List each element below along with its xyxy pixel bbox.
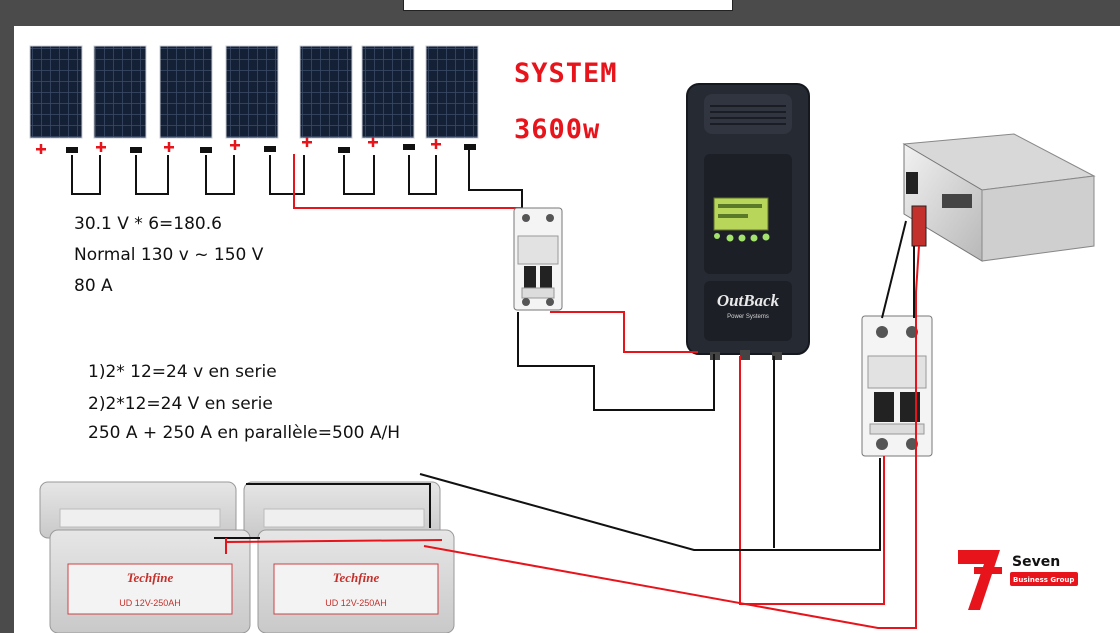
charge-controller: OutBack Power Systems [686,83,810,360]
dc-breaker [513,207,563,311]
solar-panel [29,45,83,139]
battery-back-left [39,481,237,539]
battery-spec-line-3: 250 A + 250 A en parallèle=500 A/H [88,423,400,443]
solar-panel [299,45,353,139]
system-title-line1: SYSTEM [514,58,618,89]
panel-terminal-markers [36,137,476,154]
solar-panel [361,45,415,139]
panel-series-wiring [71,150,523,208]
panel-spec-line-3: 80 A [74,276,113,296]
battery-brand-2: Techfine [333,570,380,585]
system-title-line2: 3600w [514,114,601,145]
battery-spec-line-1: 1)2* 12=24 v en serie [88,362,277,382]
solar-panel [225,45,279,139]
battery-model: UD 12V-250AH [119,598,181,608]
battery-back-right [243,481,441,539]
seven-business-group-logo: Seven Business Group [958,550,1078,610]
panel-spec-line-2: Normal 130 v ~ 150 V [74,245,264,265]
ac-breaker [861,315,933,457]
top-title-box [403,0,733,11]
solar-panel [159,45,213,139]
logo-seven-mark [958,550,1000,610]
battery-bank: Techfine UD 12V-250AH Techfine UD 12V-25… [39,481,455,633]
wiring-diagram: OutBack Power Systems [29,45,1096,633]
solar-panel [425,45,479,139]
solar-panel [93,45,147,139]
battery-front-right: Techfine UD 12V-250AH [257,529,455,633]
battery-brand: Techfine [127,570,174,585]
main-wiring [214,220,920,629]
logo-subtitle: Business Group [1013,576,1074,584]
panel-spec-line-1: 30.1 V * 6=180.6 [74,214,222,234]
controller-brand: OutBack [717,291,780,310]
inverter [902,133,1096,262]
logo-name: Seven [1012,554,1060,570]
panel-positive-wire [293,154,521,210]
solar-panel-array [29,45,479,139]
diagram-canvas: OutBack Power Systems [14,26,1120,633]
battery-model-2: UD 12V-250AH [325,598,387,608]
battery-front-left: Techfine UD 12V-250AH [49,529,251,633]
controller-subtitle: Power Systems [727,314,769,320]
battery-spec-line-2: 2)2*12=24 V en serie [88,394,273,414]
